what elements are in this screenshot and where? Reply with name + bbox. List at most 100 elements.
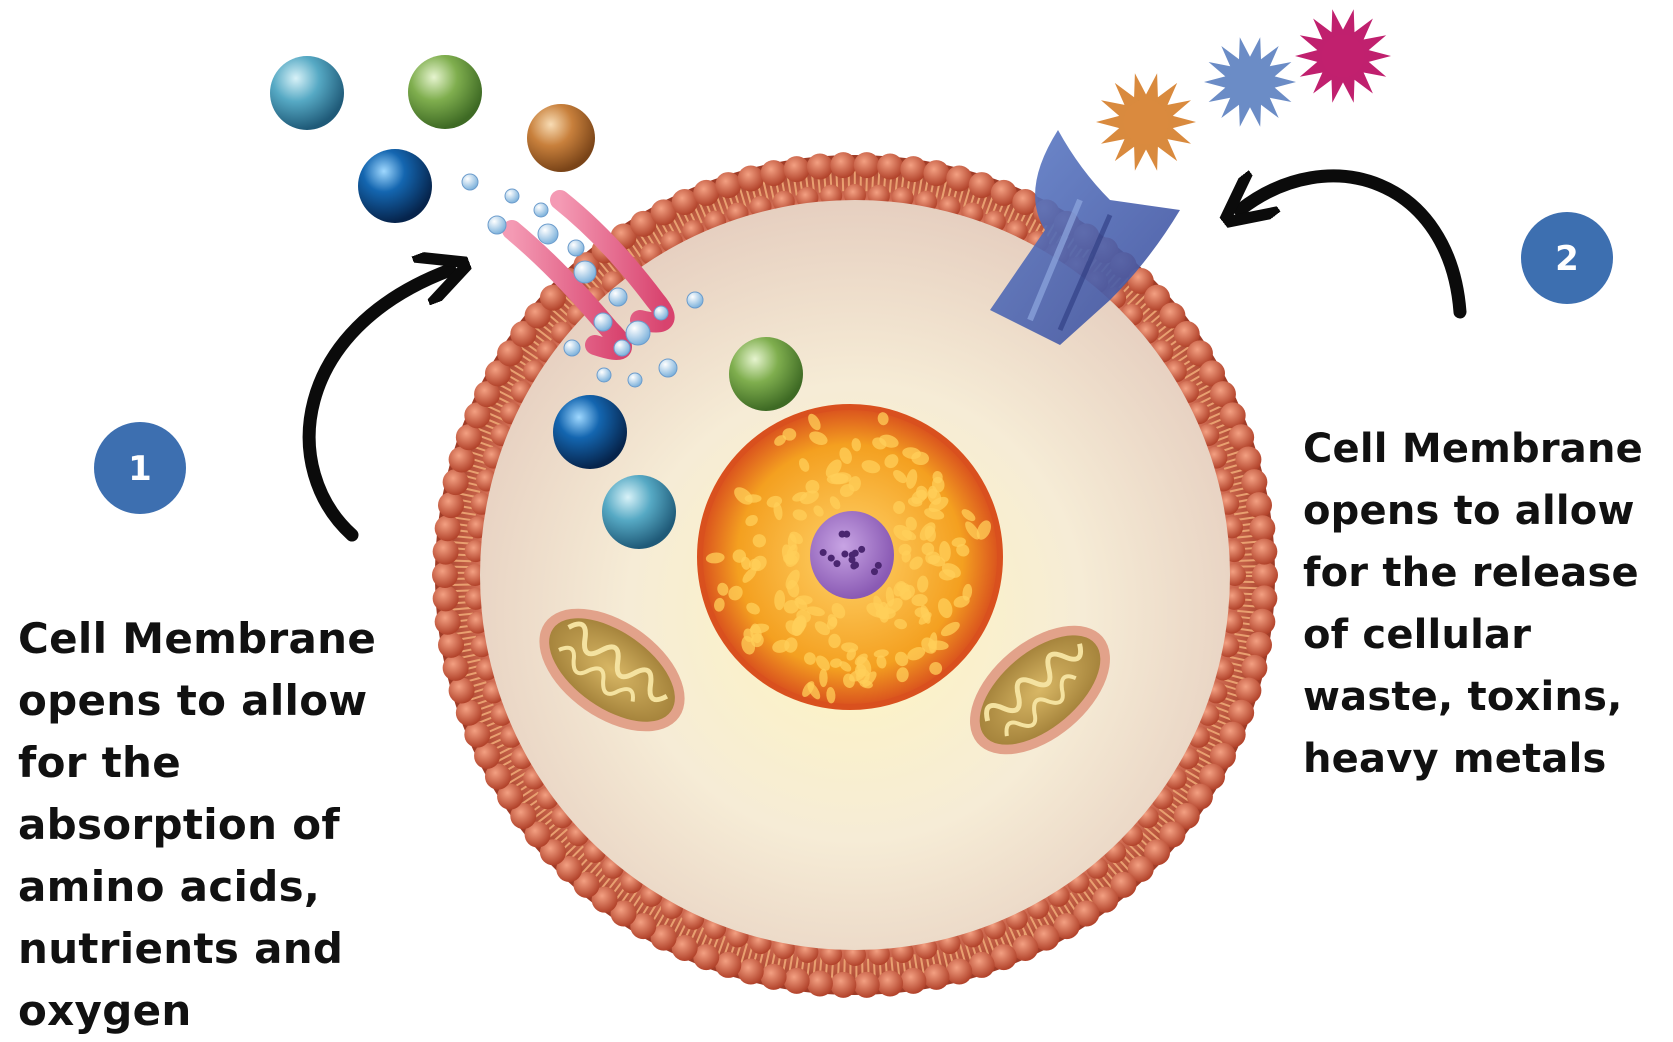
phospholipid-head [738, 165, 764, 191]
phospholipid-head [923, 160, 949, 186]
toxin-blue [1204, 37, 1296, 127]
oxygen-bubble [614, 340, 630, 356]
oxygen-bubble [659, 359, 677, 377]
phospholipid-head [715, 952, 741, 978]
oxygen-bubble [574, 261, 596, 283]
phospholipid-head [449, 678, 475, 704]
phospholipid-head [1235, 446, 1261, 472]
toxin-core [1229, 61, 1270, 102]
phospholipid-head [449, 446, 475, 472]
molecule-green-outer [408, 55, 482, 129]
phospholipid-head [784, 156, 810, 182]
phospholipid-head [435, 515, 461, 541]
arrow-intake [309, 270, 450, 535]
nucleolus-dot [849, 556, 856, 563]
phospholipid-head [1241, 469, 1267, 495]
oxygen-bubble [534, 203, 548, 217]
phospholipid-head [969, 172, 995, 198]
oxygen-bubble [628, 373, 642, 387]
toxin-particles [1096, 9, 1391, 171]
toxin-core [1321, 34, 1364, 77]
oxygen-bubble [538, 224, 558, 244]
phospholipid-head [738, 959, 764, 985]
nucleolus-dot [839, 531, 846, 538]
toxin-magenta [1295, 9, 1391, 103]
phospholipid-head [807, 970, 833, 996]
phospholipid-head [900, 968, 926, 994]
phospholipid-head [432, 562, 458, 588]
phospholipid-head [854, 972, 880, 998]
oxygen-bubble [462, 174, 478, 190]
phospholipid-head [1251, 539, 1277, 565]
phospholipid-head [900, 156, 926, 182]
phospholipid-head [761, 964, 787, 990]
molecule-green-inner [729, 337, 803, 411]
phospholipid-head [830, 152, 856, 178]
phospholipid-head [761, 160, 787, 186]
step-badge-1: 1 [94, 422, 186, 514]
molecule-blue-inner [553, 395, 627, 469]
oxygen-bubble [626, 321, 650, 345]
phospholipid-head [946, 165, 972, 191]
phospholipid-head [877, 970, 903, 996]
phospholipid-head [1241, 655, 1267, 681]
phospholipid-head [715, 172, 741, 198]
step-number-1: 1 [128, 449, 152, 489]
phospholipid-head [923, 964, 949, 990]
phospholipid-head [433, 585, 459, 611]
step-number-2: 2 [1555, 239, 1579, 279]
step-1-caption: Cell Membrane opens to allow for the abs… [18, 608, 398, 1042]
phospholipid-head [693, 180, 719, 206]
phospholipid-head [438, 492, 464, 518]
nucleolus-dot [875, 562, 882, 569]
phospholipid-head [1246, 492, 1272, 518]
phospholipid-head [443, 469, 469, 495]
nucleolus-dot [833, 560, 840, 567]
nucleus [700, 407, 1000, 707]
toxin-core [1124, 100, 1169, 145]
step-badge-2: 2 [1521, 212, 1613, 304]
phospholipid-head [854, 152, 880, 178]
phospholipid-head [830, 972, 856, 998]
nucleolus-dot [820, 549, 827, 556]
toxin-orange [1096, 73, 1196, 170]
molecule-orange-outer [527, 104, 595, 172]
arrow-release [1240, 176, 1460, 312]
nucleolus-dot [858, 546, 865, 553]
phospholipid-head [456, 700, 482, 726]
phospholipid-head [1249, 609, 1275, 635]
oxygen-bubble [488, 216, 506, 234]
nucleolus-dot [871, 568, 878, 575]
oxygen-bubble [687, 292, 703, 308]
step-2-caption: Cell Membrane opens to allow for the rel… [1303, 418, 1673, 790]
molecule-teal-outer [270, 56, 344, 130]
phospholipid-head [1252, 562, 1278, 588]
nucleolus-dot [828, 555, 835, 562]
phospholipid-head [877, 154, 903, 180]
molecule-blue-outer [358, 149, 432, 223]
oxygen-bubble [564, 340, 580, 356]
phospholipid-head [433, 539, 459, 565]
oxygen-bubble [654, 306, 668, 320]
phospholipid-head [807, 154, 833, 180]
phospholipid-head [435, 609, 461, 635]
oxygen-bubble [609, 288, 627, 306]
phospholipid-head [784, 968, 810, 994]
phospholipid-head [1228, 424, 1254, 450]
phospholipid-head [969, 952, 995, 978]
nucleus-granule [819, 669, 828, 688]
phospholipid-head [1235, 678, 1261, 704]
oxygen-bubble [568, 240, 584, 256]
molecule-teal-inner [602, 475, 676, 549]
phospholipid-head [1251, 585, 1277, 611]
phospholipid-head [443, 655, 469, 681]
phospholipid-head [1246, 632, 1272, 658]
oxygen-bubble [597, 368, 611, 382]
nucleolus-dot [841, 551, 848, 558]
phospholipid-head [438, 632, 464, 658]
cell [432, 130, 1278, 998]
oxygen-bubble [505, 189, 519, 203]
oxygen-bubble [594, 313, 612, 331]
phospholipid-head [991, 944, 1017, 970]
phospholipid-head [1249, 515, 1275, 541]
